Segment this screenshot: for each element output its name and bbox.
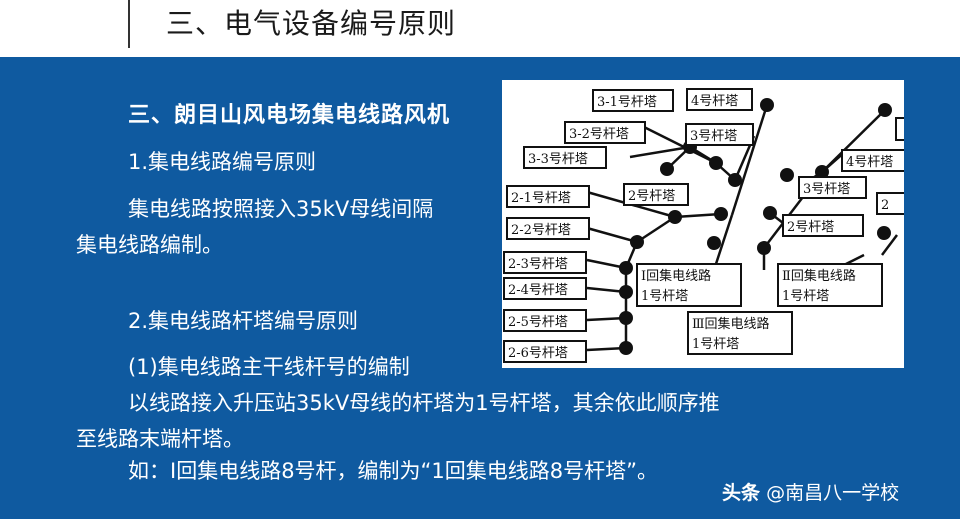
subheading-main-line: (1)集电线路主干线杆号的编制 <box>128 355 410 379</box>
paragraph-rule: 以线路接入升压站35kV母线的杆塔为1号杆塔，其余依此顺序推 <box>128 391 720 415</box>
label-3-1-tower: 3-1号杆塔 <box>597 95 657 110</box>
label-3-2-tower: 3-2号杆塔 <box>569 127 629 142</box>
diagram-labels: 3-1号杆塔 4号杆塔 3-2号杆塔 3号杆塔 3-3号杆塔 2-1号杆塔 2号… <box>508 94 893 361</box>
section-title: 三、朗目山风电场集电线路风机 <box>128 103 451 128</box>
label-line-1-tower: 1号杆塔 <box>641 289 688 304</box>
label-3-tower-right: 3号杆塔 <box>803 182 850 197</box>
paragraph-rule-cont: 至线路末端杆塔。 <box>76 427 244 451</box>
paragraph-example: 如：Ⅰ回集电线路8号杆，编制为“1回集电线路8号杆塔”。 <box>128 459 659 483</box>
label-2-tower: 2号杆塔 <box>628 189 675 204</box>
label-2-tower-right: 2号杆塔 <box>787 220 834 235</box>
label-2-1-tower: 2-1号杆塔 <box>511 191 571 206</box>
watermark-account: @南昌八一学校 <box>766 482 900 504</box>
tower-nodes <box>619 98 892 355</box>
paragraph-line-2: 集电线路编制。 <box>76 233 223 257</box>
label-boxes <box>503 88 904 363</box>
subheading-numbering-principle: 1.集电线路编号原则 <box>128 150 317 174</box>
paragraph-line-1: 集电线路按照接入35kV母线间隔 <box>128 197 434 221</box>
tower-diagram: 3-1号杆塔 4号杆塔 3-2号杆塔 3号杆塔 3-3号杆塔 2-1号杆塔 2号… <box>502 80 904 368</box>
tower-diagram-svg: 3-1号杆塔 4号杆塔 3-2号杆塔 3号杆塔 3-3号杆塔 2-1号杆塔 2号… <box>503 88 904 363</box>
label-line-2-name: Ⅱ回集电线路 <box>782 268 856 284</box>
watermark: 头条 @南昌八一学校 <box>722 478 899 505</box>
header-bar: 三、电气设备编号原则 <box>0 0 960 57</box>
label-4-tower-right: 4号杆塔 <box>846 155 893 170</box>
label-line-2-tower: 1号杆塔 <box>782 289 829 304</box>
subheading-tower-principle: 2.集电线路杆塔编号原则 <box>128 309 359 333</box>
page-title: 三、电气设备编号原则 <box>166 7 457 40</box>
label-2-5-tower: 2-5号杆塔 <box>508 315 568 330</box>
watermark-brand: 头条 <box>722 482 761 504</box>
label-2-4-tower: 2-4号杆塔 <box>508 283 568 298</box>
label-line-3-name: Ⅲ回集电线路 <box>692 316 770 332</box>
label-4-tower: 4号杆塔 <box>691 94 738 109</box>
label-3-tower: 3号杆塔 <box>690 129 737 144</box>
label-2-3-tower: 2-3号杆塔 <box>508 257 568 272</box>
label-2-2-tower: 2-2号杆塔 <box>511 223 571 238</box>
label-2-partial: 2 <box>881 198 889 213</box>
header-divider <box>128 0 130 48</box>
label-3-3-tower: 3-3号杆塔 <box>528 152 588 167</box>
label-line-1-name: Ⅰ回集电线路 <box>641 268 711 284</box>
label-2-6-tower: 2-6号杆塔 <box>508 346 568 361</box>
label-line-3-tower: 1号杆塔 <box>692 337 739 352</box>
